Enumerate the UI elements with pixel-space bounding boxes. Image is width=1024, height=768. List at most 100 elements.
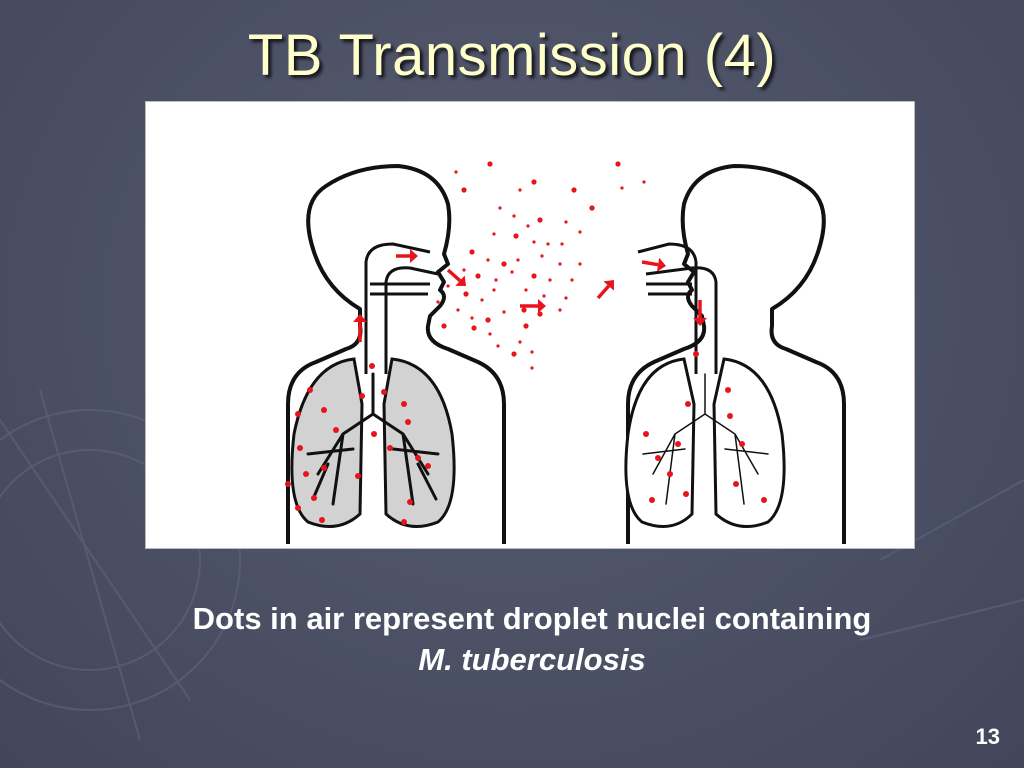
droplet-nucleus-dot [501, 261, 507, 267]
exposed-person [624, 164, 846, 544]
droplet-nucleus-dot [537, 217, 543, 223]
droplet-nucleus-dot [436, 300, 440, 304]
droplet-nucleus-dot [461, 187, 467, 193]
droplet-nucleus-dot [540, 254, 544, 258]
lung-droplet-nucleus-dot [761, 497, 767, 503]
airflow-arrow [396, 249, 418, 263]
droplet-nucleus-dot [564, 296, 568, 300]
droplet-nucleus-dot [531, 179, 537, 185]
droplet-nucleus-dot [510, 270, 514, 274]
transmission-illustration [145, 101, 915, 549]
droplet-nucleus-dot [492, 232, 496, 236]
droplet-nucleus-dot [456, 308, 460, 312]
lung-droplet-nucleus-dot [371, 431, 377, 437]
droplet-nucleus-dot [530, 366, 534, 370]
exposed-person-outline [626, 164, 846, 544]
airflow-arrows [353, 249, 707, 342]
droplet-nucleus-dot [516, 258, 520, 262]
droplet-nucleus-dot [589, 205, 595, 211]
droplet-nucleus-dot [487, 161, 493, 167]
airflow-arrow [596, 280, 614, 300]
lung-droplet-nucleus-dot [739, 441, 745, 447]
airflow-arrow [693, 300, 707, 326]
droplet-nucleus-dot [454, 170, 458, 174]
caption-line-1: Dots in air represent droplet nuclei con… [192, 601, 872, 636]
droplet-nucleus-dot [524, 288, 528, 292]
lung-droplet-nucleus-dot [295, 411, 301, 417]
slide-title: TB Transmission (4) [247, 23, 777, 88]
lung-droplet-nucleus-dot [401, 519, 407, 525]
lung-droplet-nucleus-dot [675, 441, 681, 447]
exposed-lung-right [712, 357, 786, 528]
droplet-nucleus-dot [526, 224, 530, 228]
droplet-nucleus-dot [475, 273, 481, 279]
airflow-arrow [520, 299, 546, 313]
lung-droplet-nucleus-dot [727, 413, 733, 419]
droplet-nucleus-dot [470, 316, 474, 320]
droplet-nucleus-dot [532, 240, 536, 244]
lung-droplet-nucleus-dot [319, 517, 325, 523]
exposed-bronchi [642, 373, 769, 505]
droplet-nucleus-dot [502, 310, 506, 314]
droplet-nucleus-dot [486, 258, 490, 262]
lung-droplet-nucleus-dot [333, 427, 339, 433]
lung-droplet-nucleus-dot [321, 465, 327, 471]
droplet-nucleus-dot [558, 308, 562, 312]
infected-lung-left [290, 357, 364, 528]
lung-droplet-nucleus-dot [295, 505, 301, 511]
exposed-person-airway [637, 242, 718, 374]
lung-droplet-nucleus-dot [321, 407, 327, 413]
lung-droplet-nucleus-dot [285, 481, 291, 487]
droplet-nucleus-dot [521, 307, 527, 313]
droplet-nucleus-dot [546, 242, 550, 246]
droplet-nucleus-dot [518, 340, 522, 344]
lung-droplet-nucleus-dot [405, 419, 411, 425]
lung-droplet-nuclei [285, 351, 767, 525]
droplet-nucleus-dot [531, 273, 537, 279]
infected-bronchi [306, 372, 440, 506]
droplet-nucleus-dot [511, 351, 517, 357]
lung-droplet-nucleus-dot [415, 455, 421, 461]
droplet-nucleus-dot [485, 317, 491, 323]
droplet-nucleus-dot [620, 186, 624, 190]
lung-droplet-nucleus-dot [683, 491, 689, 497]
lung-droplet-nucleus-dot [381, 389, 387, 395]
lung-droplet-nucleus-dot [369, 363, 375, 369]
droplet-nucleus-dot [542, 294, 546, 298]
droplet-nucleus-dot [498, 206, 502, 210]
droplet-nucleus-dot [578, 230, 582, 234]
droplet-nucleus-dot [570, 278, 574, 282]
droplet-nucleus-dot [571, 187, 577, 193]
infected-lung-right [382, 357, 456, 528]
lung-droplet-nucleus-dot [649, 497, 655, 503]
slide-number: 13 [975, 724, 1000, 749]
infected-person-airway [364, 242, 439, 374]
droplet-nucleus-dot [494, 278, 498, 282]
droplet-nucleus-dot [469, 249, 475, 255]
droplet-nucleus-dot [471, 325, 477, 331]
droplet-nucleus-dot [558, 262, 562, 266]
droplet-nucleus-dot [564, 220, 568, 224]
slide-caption: Dots in air represent droplet nuclei con… [60, 598, 1004, 680]
exposed-lung-left [624, 357, 696, 528]
lung-droplet-nucleus-dot [733, 481, 739, 487]
lung-droplet-nucleus-dot [685, 401, 691, 407]
lung-droplet-nucleus-dot [359, 393, 365, 399]
droplet-nucleus-dot [523, 323, 529, 329]
airflow-arrow [446, 268, 466, 286]
droplet-nucleus-dot [642, 180, 646, 184]
lung-droplet-nucleus-dot [311, 495, 317, 501]
infected-person [286, 164, 506, 544]
lung-droplet-nucleus-dot [401, 401, 407, 407]
lung-droplet-nucleus-dot [725, 387, 731, 393]
lung-droplet-nucleus-dot [303, 471, 309, 477]
lung-droplet-nucleus-dot [425, 463, 431, 469]
lung-droplet-nucleus-dot [387, 445, 393, 451]
droplet-nucleus-dot [462, 268, 466, 272]
lung-droplet-nucleus-dot [655, 455, 661, 461]
droplet-nucleus-dot [446, 284, 450, 288]
lung-droplet-nucleus-dot [693, 351, 699, 357]
droplet-nucleus-dot [492, 288, 496, 292]
droplet-nucleus-dot [615, 161, 621, 167]
